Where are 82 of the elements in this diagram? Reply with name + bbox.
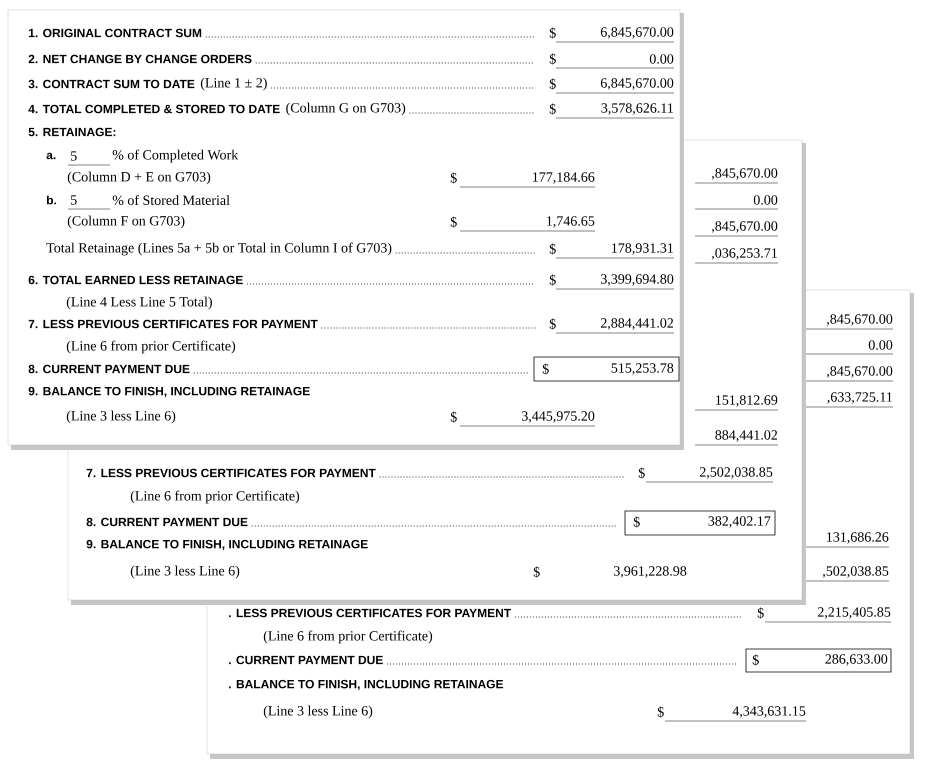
currency-sign: $ <box>550 318 556 330</box>
amount-value: 0.00 <box>754 195 778 205</box>
line-item-note: (Line 4 Less Line 5 Total) <box>66 296 212 310</box>
label: $ <box>542 363 549 375</box>
amount-value: 3,961,228.98 <box>614 566 686 578</box>
amount-value: 6,845,670.00 <box>600 27 674 39</box>
amount-value: 2,884,441.02 <box>600 318 674 330</box>
amount-value: ,036,253.71 <box>712 248 777 260</box>
currency-sign: $ <box>550 243 556 255</box>
line-item-note: (Line 6 from prior Certificate) <box>264 630 432 644</box>
amount-value: 884,441.02 <box>715 430 778 442</box>
currency-sign: $ <box>450 216 457 228</box>
amount-box: $ 382,402.17 <box>624 510 776 536</box>
amount-value: 151,812.69 <box>716 395 778 407</box>
line-item-heading: 7. LESS PREVIOUS CERTIFICATES FOR PAYMENT <box>86 468 376 478</box>
line-item-heading: 8. CURRENT PAYMENT DUE <box>28 364 190 374</box>
line-item-heading: b. <box>47 196 56 204</box>
line-item-note: % of Stored Material <box>112 194 230 206</box>
line-item-note: (Line 1 ± 2) <box>200 78 267 90</box>
label: $ <box>634 516 640 528</box>
currency-sign: $ <box>550 53 556 65</box>
amount-value: 0.00 <box>868 340 892 350</box>
line-item-note: (Line 3 less Line 6) <box>130 566 240 578</box>
line-item-note: (Line 6 from prior Certificate) <box>66 340 236 354</box>
amount-value: ,502,038.85 <box>822 566 888 578</box>
currency-sign: $ <box>758 607 764 619</box>
line-item-heading: . CURRENT PAYMENT DUE <box>229 656 383 664</box>
line-item-heading: 9. BALANCE TO FINISH, INCLUDING RETAINAGE <box>86 540 368 550</box>
amount-value: 2,215,405.85 <box>818 607 890 619</box>
line-item-heading: 4. TOTAL COMPLETED & STORED TO DATE <box>28 104 280 114</box>
line-item-heading: 2. NET CHANGE BY CHANGE ORDERS <box>28 54 252 64</box>
label: 382,402.17 <box>708 516 770 528</box>
amount-value: 3,578,626.11 <box>602 103 673 115</box>
currency-sign: $ <box>638 467 645 479</box>
line-item-note: (Column D + E on G703) <box>68 172 210 184</box>
amount-value: 4,343,631.15 <box>732 706 806 718</box>
line-item-note: (Column F on G703) <box>68 216 184 228</box>
line-item-heading: 6. TOTAL EARNED LESS RETAINAGE <box>28 276 243 284</box>
amount-value: 1,746.65 <box>547 216 594 228</box>
currency-sign: $ <box>550 78 556 90</box>
amount-value: ,845,670.00 <box>712 221 778 233</box>
amount-value: 3,445,975.20 <box>522 411 594 423</box>
currency-sign: $ <box>550 103 556 115</box>
currency-sign: $ <box>550 274 556 286</box>
currency-sign: $ <box>658 706 664 718</box>
line-item-heading: 1. ORIGINAL CONTRACT SUM <box>28 28 202 38</box>
line-item-heading: a. <box>46 152 56 160</box>
line-item-note: 5 <box>71 151 77 161</box>
currency-sign: $ <box>550 27 556 39</box>
line-item-note: (Line 3 less Line 6) <box>264 706 372 718</box>
amount-value: ,845,670.00 <box>826 366 892 378</box>
label: 286,633.00 <box>825 654 888 666</box>
amount-value: 178,931.31 <box>612 243 673 255</box>
line-item-note: (Column G on G703) <box>286 102 406 116</box>
line-item-note: Total Retainage (Lines 5a + 5b or Total in Column I of G703) <box>46 242 392 256</box>
label: 515,253.78 <box>612 363 674 375</box>
amount-value: 177,184.66 <box>533 172 594 184</box>
amount-value: 3,399,694.80 <box>600 274 674 286</box>
line-item-heading: . LESS PREVIOUS CERTIFICATES FOR PAYMENT <box>229 608 511 618</box>
amount-value: 6,845,670.00 <box>600 78 674 90</box>
line-item-heading: 7. LESS PREVIOUS CERTIFICATES FOR PAYMENT <box>28 320 318 328</box>
line-item-note: % of Completed Work <box>112 150 238 162</box>
line-item-heading: 8. CURRENT PAYMENT DUE <box>86 518 248 526</box>
line-item-heading: 5. RETAINAGE: <box>28 128 116 136</box>
amount-value: 2,502,038.85 <box>700 467 772 479</box>
line-item-note: (Line 6 from prior Certificate) <box>130 490 300 504</box>
currency-sign: $ <box>534 566 540 578</box>
line-item-heading: . BALANCE TO FINISH, INCLUDING RETAINAGE <box>229 680 504 690</box>
amount-box: $ 286,633.00 <box>746 648 892 672</box>
amount-box: $ 515,253.78 <box>534 356 680 382</box>
line-item-heading: 3. CONTRACT SUM TO DATE <box>28 80 194 88</box>
amount-value: ,845,670.00 <box>712 168 778 180</box>
currency-sign: $ <box>450 411 457 423</box>
line-item-note: (Line 3 less Line 6) <box>66 410 176 424</box>
line-item-heading: 9. BALANCE TO FINISH, INCLUDING RETAINAGE <box>28 386 310 398</box>
amount-value: 131,686.26 <box>827 532 888 544</box>
amount-value: ,633,725.11 <box>827 392 892 404</box>
line-item-note: 5 <box>71 195 77 205</box>
amount-value: ,845,670.00 <box>826 314 892 326</box>
currency-sign: $ <box>450 172 457 184</box>
amount-value: 0.00 <box>650 54 674 64</box>
label: $ <box>752 654 759 666</box>
